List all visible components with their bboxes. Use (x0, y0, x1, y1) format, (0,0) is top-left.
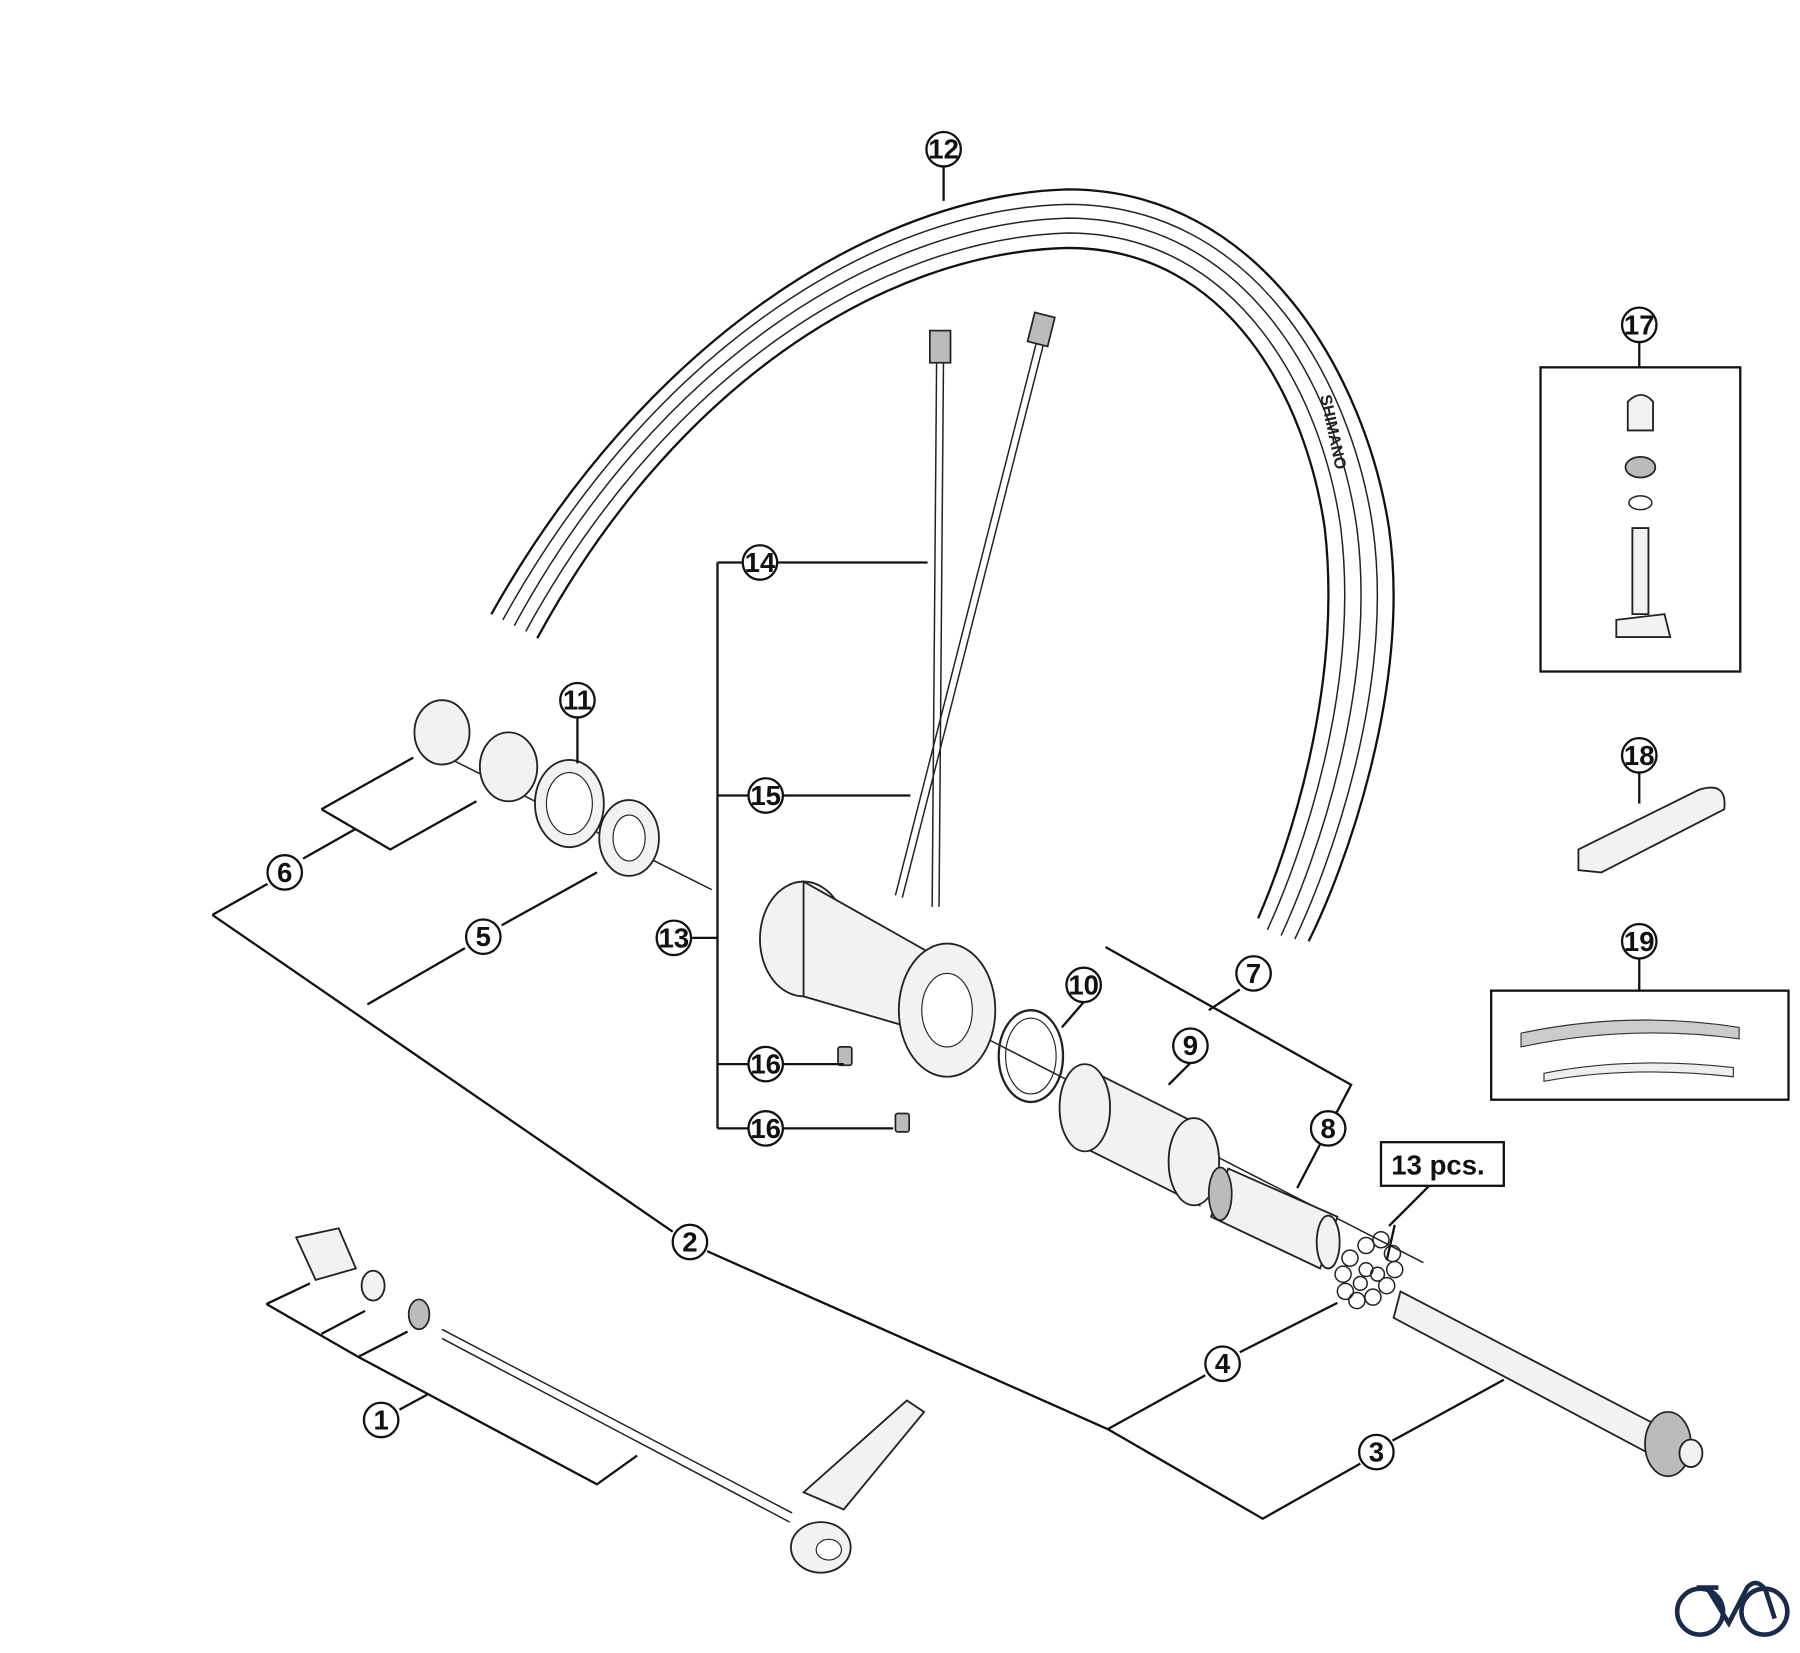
quick-release-skewer (294, 1227, 926, 1574)
callout-9: 9 (1172, 1027, 1209, 1065)
callout-8: 8 (1309, 1110, 1347, 1147)
left-cone-parts (413, 699, 660, 877)
svg-text:18: 18 (1624, 740, 1655, 771)
svg-text:8: 8 (1321, 1113, 1336, 1144)
callout-1: 1 (362, 1401, 400, 1439)
svg-text:10: 10 (1068, 969, 1099, 1000)
callout-4: 4 (1204, 1345, 1241, 1383)
callout-14: 14 (741, 544, 779, 581)
callout-2: 2 (671, 1223, 709, 1261)
callout-10: 10 (1065, 966, 1103, 1004)
bearing-balls (1334, 1230, 1404, 1310)
svg-text:4: 4 (1215, 1348, 1231, 1379)
callout-11: 11 (559, 681, 596, 719)
svg-text:3: 3 (1369, 1437, 1384, 1468)
svg-text:16: 16 (750, 1049, 781, 1080)
callout-13: 13 (655, 919, 693, 957)
callout-16-lower: 16 (747, 1110, 785, 1147)
callout-17: 17 (1620, 306, 1658, 344)
svg-text:5: 5 (476, 921, 491, 952)
rim-sticker-box (1490, 989, 1790, 1101)
svg-text:15: 15 (750, 780, 781, 811)
spoke-wrench (1577, 786, 1726, 874)
svg-text:19: 19 (1624, 926, 1655, 957)
svg-text:6: 6 (277, 857, 292, 888)
callout-5: 5 (464, 918, 502, 956)
bicycle-logo-icon (1674, 1580, 1790, 1637)
ball-count-note: 13 pcs. (1379, 1141, 1505, 1187)
leader-lines (211, 166, 1641, 1521)
ball-count-text: 13 pcs. (1391, 1149, 1484, 1180)
svg-text:12: 12 (928, 134, 959, 165)
spoke-end-cap (894, 1112, 911, 1133)
callout-3: 3 (1358, 1433, 1395, 1471)
svg-text:1: 1 (373, 1404, 388, 1435)
svg-text:2: 2 (682, 1227, 697, 1258)
svg-text:7: 7 (1246, 958, 1261, 989)
spoke-end-cap (837, 1046, 853, 1067)
callout-12: 12 (925, 130, 962, 168)
spokes (894, 311, 1056, 907)
spoke-nipple (928, 329, 952, 364)
rim-brand-text: SHIMANO (1316, 393, 1349, 471)
svg-text:14: 14 (745, 547, 776, 578)
callout-15: 15 (747, 777, 785, 814)
svg-text:9: 9 (1183, 1030, 1198, 1061)
freehub-parts (997, 1009, 1341, 1270)
callout-7: 7 (1235, 955, 1272, 992)
spoke-nipple (1026, 311, 1056, 348)
svg-text:16: 16 (750, 1113, 781, 1144)
callout-6: 6 (266, 854, 304, 891)
valve-kit-box (1539, 366, 1742, 673)
hub-body (759, 880, 997, 1133)
callout-18: 18 (1620, 736, 1658, 774)
svg-text:13: 13 (659, 922, 690, 953)
callout-19: 19 (1620, 922, 1658, 960)
svg-text:11: 11 (563, 685, 592, 716)
callout-16-upper: 16 (747, 1045, 785, 1083)
svg-text:17: 17 (1624, 309, 1655, 340)
hub-axle (1392, 1290, 1704, 1478)
